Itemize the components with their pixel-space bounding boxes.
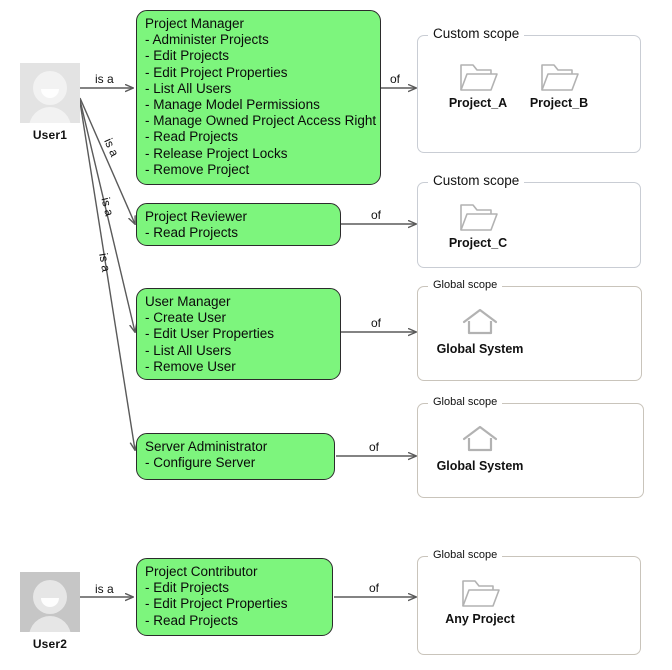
scope-item[interactable]: Global System [434,301,526,356]
role-permission: - Configure Server [145,455,256,471]
edge-label-of: of [369,581,380,595]
scope-item[interactable]: Any Project [434,571,526,626]
scope-box-scope-4[interactable]: Global scope Global System [417,396,644,498]
scope-box-scope-3[interactable]: Global scope Global System [417,279,642,381]
role-permission: - Manage Model Permissions [145,97,320,113]
edge-label-is-a: is a [101,136,122,159]
edge-label-is-a: is a [98,196,117,218]
edge-label-is-a: is a [95,72,114,86]
edge-label-of: of [371,316,382,330]
role-permission: - Create User [145,310,227,326]
role-permission: - Remove Project [145,161,250,177]
home-icon [434,418,526,456]
user-avatar-icon [20,63,80,123]
scope-box-scope-5[interactable]: Global scope Any Project [417,549,641,655]
scope-item-name: Any Project [445,612,515,626]
scope-item[interactable]: Global System [434,418,526,473]
scope-item-name: Project_C [448,236,508,250]
user-avatar-icon [20,572,80,632]
role-box-project-contributor[interactable]: Project Contributor - Edit Projects - Ed… [136,558,333,636]
home-icon [434,301,526,339]
edge-label-of: of [371,208,382,222]
folder-icon [513,55,605,93]
scope-item[interactable]: Project_C [432,195,524,250]
role-permission: - Edit User Properties [145,326,275,342]
role-permission: - List All Users [145,342,232,358]
scope-item[interactable]: Project_A [432,55,524,110]
scope-item-name: Global System [436,342,524,356]
role-permission: - Edit Project Properties [145,64,288,80]
role-title: Project Manager [145,16,245,31]
scope-box-scope-2[interactable]: Custom scope Project_C [417,173,641,268]
role-permission: - List All Users [145,80,232,96]
scope-box-scope-1[interactable]: Custom scope Project_A Pro [417,26,641,153]
scope-item-name: Global System [436,459,524,473]
edge-label-of: of [369,440,380,454]
role-box-server-administrator[interactable]: Server Administrator - Configure Server [136,433,335,480]
edge-label-of: of [390,72,401,86]
user-label: User2 [32,637,68,651]
scope-legend: Global scope [428,549,503,561]
role-permission: - Remove User [145,358,236,374]
role-title: Project Reviewer [145,209,248,224]
scope-item-name: Project_A [448,96,508,110]
scope-item-name: Project_B [529,96,589,110]
folder-icon [434,571,526,609]
role-title: User Manager [145,294,231,309]
role-title: Server Administrator [145,439,268,454]
scope-item[interactable]: Project_B [513,55,605,110]
role-permission: - Edit Projects [145,48,230,64]
edge-label-is-a: is a [96,252,114,273]
role-permission: - Edit Project Properties [145,596,288,612]
scope-legend: Custom scope [428,173,525,188]
role-permission: - Read Projects [145,225,239,241]
role-permission: - Edit Projects [145,580,230,596]
role-box-project-reviewer[interactable]: Project Reviewer - Read Projects [136,203,341,246]
role-box-project-manager[interactable]: Project Manager - Administer Projects - … [136,10,381,185]
role-permission: - Manage Owned Project Access Right [145,113,377,129]
folder-icon [432,195,524,233]
user-node-user2[interactable]: User2 [20,572,80,651]
role-permission: - Administer Projects [145,32,269,48]
scope-legend: Global scope [428,279,503,291]
user-label: User1 [32,128,68,142]
edge-label-is-a: is a [95,582,114,596]
role-box-user-manager[interactable]: User Manager - Create User - Edit User P… [136,288,341,380]
role-permission: - Read Projects [145,129,239,145]
folder-icon [432,55,524,93]
scope-legend: Custom scope [428,26,525,41]
scope-legend: Global scope [428,396,503,408]
user-node-user1[interactable]: User1 [20,63,80,142]
role-permission: - Release Project Locks [145,145,288,161]
role-title: Project Contributor [145,564,258,579]
role-permission: - Read Projects [145,612,239,628]
